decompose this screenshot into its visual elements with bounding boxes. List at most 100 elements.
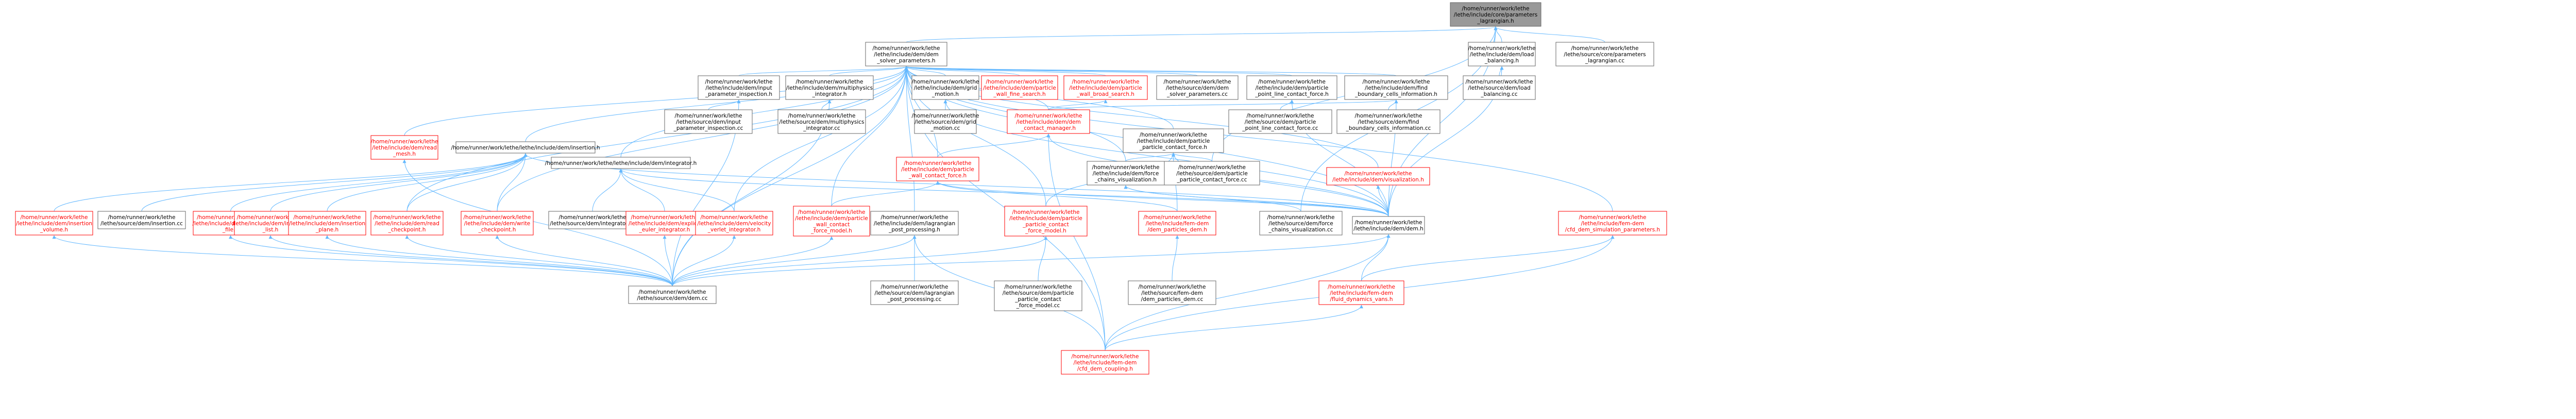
edge-particle-particle-contact-force-model-cc-to-particle-particle-contact-force-model-h (1038, 236, 1048, 281)
file-node-visualization-h[interactable]: /home/runner/work/lethe/lethe/include/de… (1326, 167, 1430, 186)
file-node-integrator-h[interactable]: /home/runner/work/lethe/lethe/include/de… (545, 157, 697, 169)
file-node-dem-cc[interactable]: /home/runner/work/lethe/lethe/source/dem… (628, 286, 717, 304)
file-node-grid-motion-cc[interactable]: /home/runner/work/lethe/lethe/source/dem… (912, 109, 979, 134)
node-label-line: /home/runner/work/lethe (796, 79, 863, 85)
file-node-grid-motion-h[interactable]: /home/runner/work/lethe/lethe/include/de… (911, 75, 979, 100)
node-box (870, 280, 959, 305)
edge-dem-cc-to-particle-wall-contact-force-model-h (672, 236, 834, 287)
file-node-explicit-euler-integrator-h[interactable]: /home/runner/work/lethe/lethe/include/de… (625, 211, 704, 236)
file-node-particle-particle-contact-force-model-h[interactable]: /home/runner/work/lethe/lethe/include/de… (1004, 206, 1088, 237)
file-node-multiphysics-integrator-h[interactable]: /home/runner/work/lethe/lethe/include/de… (785, 75, 874, 100)
file-node-input-parameter-inspection-h[interactable]: /home/runner/work/lethe/lethe/include/de… (698, 75, 780, 100)
node-label-line: /lethe/include/dem/read (375, 221, 439, 227)
file-node-lagrangian-post-processing-h[interactable]: /home/runner/work/lethe/lethe/include/de… (870, 211, 959, 236)
node-box (1123, 128, 1224, 153)
node-box (1318, 280, 1404, 305)
file-node-write-checkpoint-h[interactable]: /home/runner/work/lethe/lethe/include/de… (461, 211, 534, 236)
node-label-line: _post_processing.cc (887, 296, 942, 303)
node-label-line: /home/runner/work/lethe (1355, 113, 1422, 119)
file-node-input-parameter-inspection-cc[interactable]: /home/runner/work/lethe/lethe/source/dem… (664, 109, 753, 134)
file-node-insertion-plane-h[interactable]: /home/runner/work/lethe/lethe/include/de… (288, 211, 366, 236)
node-box (1336, 109, 1440, 134)
node-label-line: _checkpoint.h (478, 227, 516, 233)
file-node-fem-dem-cfd-dem-coupling-h[interactable]: /home/runner/work/lethe/lethe/include/fe… (1061, 350, 1149, 375)
node-label-line: /dem_particles_dem.h (1147, 227, 1207, 233)
node-label-line: _wall_contact_force.h (908, 173, 967, 179)
file-node-dem-solver-parameters-h[interactable]: /home/runner/work/lethe/lethe/include/de… (865, 42, 947, 66)
node-label-line: /lethe/include/dem/insertion (16, 221, 92, 227)
file-node-fem-dem-fluid-dynamics-vans-h[interactable]: /home/runner/work/lethe/lethe/include/fe… (1318, 280, 1404, 305)
file-node-find-boundary-cells-information-h[interactable]: /home/runner/work/lethe/lethe/include/de… (1344, 75, 1448, 100)
node-label-line: /lethe/include/dem/velocity (697, 221, 771, 227)
file-node-force-chains-visualization-cc[interactable]: /home/runner/work/lethe/lethe/source/dem… (1259, 211, 1343, 236)
node-label-line: _euler_integrator.h (639, 227, 690, 233)
node-label-line: _point_line_contact_force.h (1255, 91, 1328, 97)
file-node-particle-particle-contact-force-model-cc[interactable]: /home/runner/work/lethe/lethe/source/dem… (994, 280, 1082, 311)
node-box (1164, 161, 1260, 186)
file-node-multiphysics-integrator-cc[interactable]: /home/runner/work/lethe/lethe/source/dem… (777, 109, 866, 134)
node-label-line: /home/runner/work/lethe (1258, 79, 1326, 85)
node-label-line: _force_model.h (1025, 228, 1066, 234)
file-node-lagrangian-post-processing-cc[interactable]: /home/runner/work/lethe/lethe/source/dem… (870, 280, 959, 305)
file-node-read-mesh-h[interactable]: /home/runner/work/lethe/lethe/include/de… (370, 135, 438, 160)
file-node-fem-dem-dem-particles-dem-cc[interactable]: /home/runner/work/lethe/lethe/source/fem… (1128, 280, 1216, 305)
file-node-insertion-cc[interactable]: /home/runner/work/lethe/lethe/source/dem… (97, 211, 186, 229)
file-node-load-balancing-h[interactable]: /home/runner/work/lethe/lethe/include/de… (1468, 42, 1536, 66)
edge-insertion-list-h-to-insertion-h (270, 153, 528, 212)
node-label-line: /lethe/include/dem/find (1365, 85, 1428, 91)
edge-insertion-volume-h-to-insertion-h (54, 153, 528, 212)
edge-particle-wall-broad-search-h-to-dem-solver-parameters-h (904, 66, 1106, 76)
node-label-line: /lethe/source/core/parameters (1564, 52, 1646, 58)
node-label-line: /lethe/include/dem/multiphysics (786, 85, 873, 91)
file-node-particle-point-line-contact-force-cc[interactable]: /home/runner/work/lethe/lethe/source/dem… (1228, 109, 1332, 134)
edge-fem-dem-dem-particles-h-to-particle-wall-contact-force-h (936, 181, 1178, 212)
file-node-particle-point-line-contact-force-h[interactable]: /home/runner/work/lethe/lethe/include/de… (1246, 75, 1337, 100)
node-label-line: /home/runner/work/lethe (1072, 354, 1139, 360)
node-label-line: /lethe/source/dem/dem.cc (637, 295, 707, 301)
node-box (370, 135, 438, 160)
edge-write-checkpoint-h-to-insertion-h (497, 153, 528, 212)
edge-integrator-h-to-dem-solver-parameters-h (620, 66, 908, 158)
node-label-line: _solver_parameters.h (876, 58, 935, 64)
file-nodes: /home/runner/work/lethe/lethe/include/co… (15, 2, 1667, 375)
file-node-fem-dem-cfd-dem-simulation-parameters-h[interactable]: /home/runner/work/lethe/lethe/include/fe… (1558, 211, 1667, 236)
edge-find-boundary-cells-information-cc-to-find-boundary-cells-information-h (1388, 99, 1398, 110)
node-label-line: /home/runner/work/lethe (788, 113, 856, 119)
file-node-fem-dem-dem-particles-h[interactable]: /home/runner/work/lethe/lethe/include/fe… (1138, 211, 1216, 236)
file-node-dem-h[interactable]: /home/runner/work/lethe/lethe/include/de… (1352, 216, 1425, 234)
file-node-insertion-volume-h[interactable]: /home/runner/work/lethe/lethe/include/de… (15, 211, 93, 236)
node-label-line: /lethe/include/dem/particle (1069, 85, 1142, 91)
node-box (1128, 280, 1216, 305)
file-node-load-balancing-cc[interactable]: /home/runner/work/lethe/lethe/source/dem… (1463, 75, 1536, 100)
file-node-find-boundary-cells-information-cc[interactable]: /home/runner/work/lethe/lethe/source/dem… (1336, 109, 1440, 134)
node-label-line: /cfd_dem_simulation_parameters.h (1565, 227, 1660, 233)
file-node-particle-wall-broad-search-h[interactable]: /home/runner/work/lethe/lethe/include/de… (1063, 75, 1148, 100)
node-label-line: /lethe/include/dem/write (464, 221, 531, 227)
node-label-line: /home/runner/work/lethe (1015, 113, 1082, 119)
file-node-read-checkpoint-h[interactable]: /home/runner/work/lethe/lethe/include/de… (370, 211, 444, 236)
node-box (548, 211, 637, 229)
node-label-line: /home/runner/work/lethe (1012, 209, 1080, 215)
edge-dem-cc-to-insertion-file-h (229, 235, 673, 287)
file-node-particle-particle-contact-force-cc[interactable]: /home/runner/work/lethe/lethe/source/dem… (1164, 161, 1260, 186)
file-node-particle-particle-contact-force-h[interactable]: /home/runner/work/lethe/lethe/include/de… (1123, 128, 1224, 153)
file-node-particle-wall-contact-force-h[interactable]: /home/runner/work/lethe/lethe/include/de… (896, 157, 979, 181)
file-node-force-chains-visualization-h[interactable]: /home/runner/work/lethe/lethe/include/de… (1087, 161, 1165, 186)
edge-velocity-verlet-integrator-h-to-integrator-h (619, 169, 735, 212)
edge-parameters-lagrangian-cc-to-root (1494, 26, 1605, 43)
file-node-dem-solver-parameters-cc[interactable]: /home/runner/work/lethe/lethe/source/dem… (1156, 75, 1239, 100)
node-label-line: /lethe/include/dem/dem (1016, 119, 1081, 125)
file-node-velocity-verlet-integrator-h[interactable]: /home/runner/work/lethe/lethe/include/de… (695, 211, 773, 236)
node-label-line: /lethe/include/dem/input (705, 85, 772, 91)
file-node-particle-wall-contact-force-model-h[interactable]: /home/runner/work/lethe/lethe/include/de… (793, 206, 870, 237)
file-node-integrator-cc[interactable]: /home/runner/work/lethe/lethe/source/dem… (548, 211, 637, 229)
file-node-insertion-h[interactable]: /home/runner/work/lethe/lethe/include/de… (451, 141, 600, 154)
edge-insertion-cc-to-insertion-h (141, 153, 528, 212)
node-box (698, 75, 780, 100)
file-node-parameters-lagrangian-cc[interactable]: /home/runner/work/lethe/lethe/source/cor… (1555, 42, 1654, 66)
node-label-line: _lagrangian.cc (1585, 58, 1624, 64)
node-box (455, 141, 596, 154)
file-node-particle-wall-fine-search-h[interactable]: /home/runner/work/lethe/lethe/include/de… (981, 75, 1058, 100)
node-label-line: /home/runner/work/lethe (1466, 79, 1533, 85)
file-node-dem-contact-manager-h[interactable]: /home/runner/work/lethe/lethe/include/de… (1007, 109, 1090, 134)
